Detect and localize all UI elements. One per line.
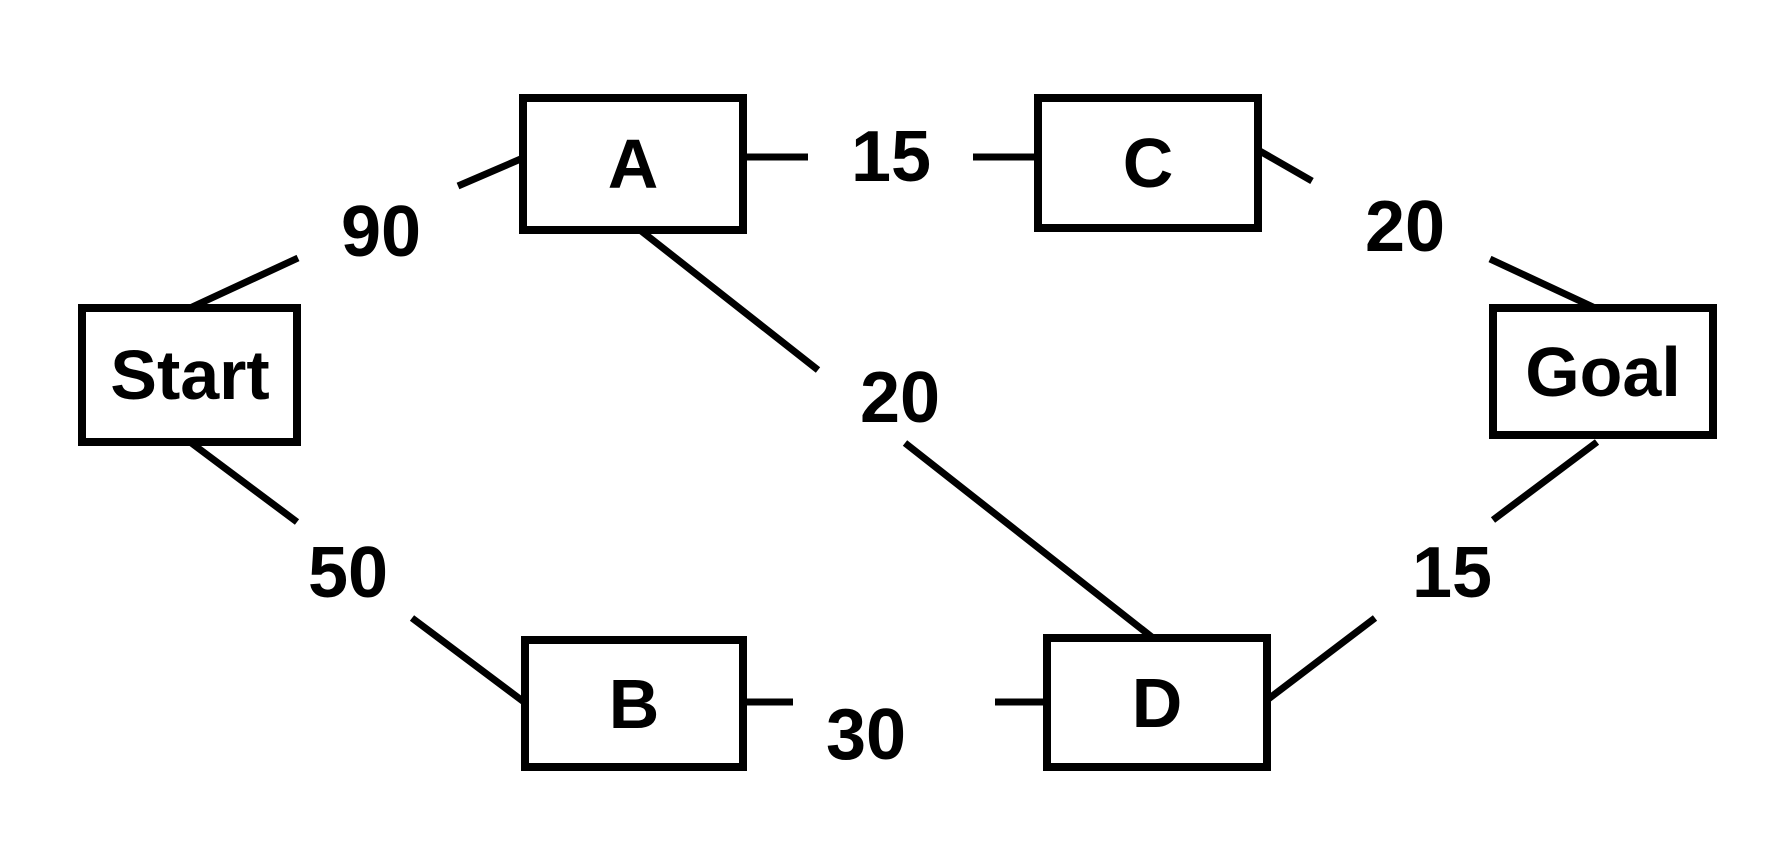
edge-a-d: 20 xyxy=(637,227,1156,641)
node-d-label: D xyxy=(1132,664,1183,742)
node-c-label: C xyxy=(1123,124,1174,202)
edge-b-d: 30 xyxy=(743,695,1047,775)
node-b: B xyxy=(521,636,747,771)
edge-a-d-weight: 20 xyxy=(860,358,940,438)
edge-start-a: 90 xyxy=(188,154,525,312)
node-start: Start xyxy=(78,304,301,446)
node-goal: Goal xyxy=(1489,304,1717,439)
edge-start-b-weight: 50 xyxy=(308,533,388,613)
node-c: C xyxy=(1034,94,1262,232)
edge-d-goal-weight: 15 xyxy=(1412,533,1492,613)
edge-a-d-line xyxy=(637,227,1156,641)
edge-d-goal-line xyxy=(1264,439,1600,703)
node-b-label: B xyxy=(609,665,660,743)
edge-start-a-weight: 90 xyxy=(341,192,421,272)
node-d: D xyxy=(1043,634,1271,771)
node-a-label: A xyxy=(608,125,659,203)
edge-c-goal: 20 xyxy=(1256,146,1595,311)
node-b-box xyxy=(521,636,747,771)
edge-start-a-line xyxy=(188,154,525,312)
edge-start-b-line xyxy=(187,439,527,705)
node-d-box xyxy=(1043,634,1271,771)
edge-c-goal-weight: 20 xyxy=(1365,187,1445,267)
node-goal-label: Goal xyxy=(1525,333,1681,411)
node-a: A xyxy=(519,94,747,234)
edge-a-c: 15 xyxy=(743,117,1038,197)
edge-a-c-weight: 15 xyxy=(851,117,931,197)
node-start-box xyxy=(78,304,301,446)
node-start-label: Start xyxy=(110,336,269,414)
edge-d-goal: 15 xyxy=(1264,439,1600,703)
edge-b-d-weight: 30 xyxy=(826,695,906,775)
node-c-box xyxy=(1034,94,1262,232)
node-goal-box xyxy=(1489,304,1717,439)
node-a-box xyxy=(519,94,747,234)
edge-start-b: 50 xyxy=(187,439,527,705)
edge-c-goal-line xyxy=(1256,146,1595,311)
